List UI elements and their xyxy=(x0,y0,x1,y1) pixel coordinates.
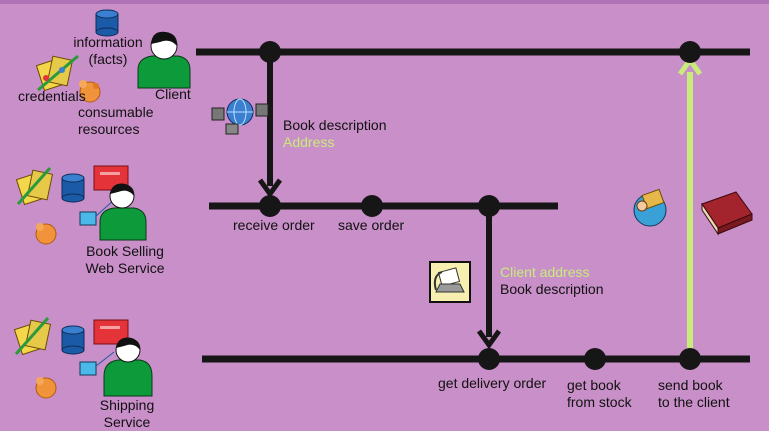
book-service-name-line1: Book Selling xyxy=(86,243,164,259)
shipping-name-label: Shipping Service xyxy=(82,397,172,431)
order-message-line2: Address xyxy=(283,134,335,150)
service-person-icon xyxy=(99,183,147,241)
book-service-name-label: Book Selling Web Service xyxy=(70,243,180,277)
client-database-icon xyxy=(95,9,119,37)
forward-order-event[interactable] xyxy=(478,195,500,217)
delivery-message-line2: Book description xyxy=(500,281,604,297)
client-receive-event[interactable] xyxy=(679,41,701,63)
shipping-name-line1: Shipping xyxy=(99,397,155,413)
shipping-credentials-icon xyxy=(13,317,52,356)
service-database-icon xyxy=(61,173,85,203)
service-credentials-icon xyxy=(15,167,54,206)
delivery-arrowhead xyxy=(476,329,502,350)
send-book-label: send book to the client xyxy=(658,377,730,411)
client-person-icon xyxy=(137,31,191,89)
shipping-name-line2: Service xyxy=(103,414,151,430)
get-book-line2: from stock xyxy=(567,394,632,410)
send-book-line1: send book xyxy=(658,377,723,393)
shipping-person-icon xyxy=(103,337,153,397)
service-screen-icon xyxy=(79,211,97,226)
delivery-message-label: Client address Book description xyxy=(500,264,604,298)
delivery-message-line1: Client address xyxy=(500,264,590,280)
client-credentials-icon xyxy=(35,54,79,92)
client-send-event[interactable] xyxy=(259,41,281,63)
delivery-person-icon xyxy=(633,188,667,227)
information-label-line1: information xyxy=(73,34,143,50)
order-arrowhead xyxy=(257,178,283,199)
information-label-line2: (facts) xyxy=(88,51,128,67)
save-order-event[interactable] xyxy=(361,195,383,217)
service-monitor-icon xyxy=(93,165,129,191)
order-message-label: Book description Address xyxy=(283,117,387,151)
globe-network-icon xyxy=(211,98,269,135)
receive-order-label: receive order xyxy=(233,217,315,233)
service-network-link xyxy=(95,199,115,217)
service-consumable-icon xyxy=(35,223,57,245)
send-book-event[interactable] xyxy=(679,348,701,370)
information-label: information (facts) xyxy=(66,34,150,68)
shipping-network-link xyxy=(95,351,115,367)
consumable-label-line1: consumable xyxy=(78,104,154,120)
credentials-label: credentials xyxy=(18,88,86,104)
fax-machine-icon xyxy=(429,261,471,303)
consumable-label: consumable resources xyxy=(78,104,154,138)
consumable-label-line2: resources xyxy=(78,121,140,137)
shipping-screen-icon xyxy=(79,361,97,376)
client-name-label: Client xyxy=(155,86,191,102)
get-delivery-order-event[interactable] xyxy=(478,348,500,370)
top-band xyxy=(0,0,769,4)
get-book-event[interactable] xyxy=(584,348,606,370)
shipping-database-icon xyxy=(61,325,85,355)
shipping-consumable-icon xyxy=(35,377,57,399)
send-book-line2: to the client xyxy=(658,394,730,410)
client-consumable-icon xyxy=(79,80,101,103)
get-book-line1: get book xyxy=(567,377,621,393)
save-order-label: save order xyxy=(338,217,405,233)
get-delivery-order-label: get delivery order xyxy=(438,375,547,391)
book-icon xyxy=(701,191,753,236)
get-book-label: get book from stock xyxy=(567,377,632,411)
order-message-line1: Book description xyxy=(283,117,387,133)
book-service-name-line2: Web Service xyxy=(85,260,165,276)
receive-order-event[interactable] xyxy=(259,195,281,217)
